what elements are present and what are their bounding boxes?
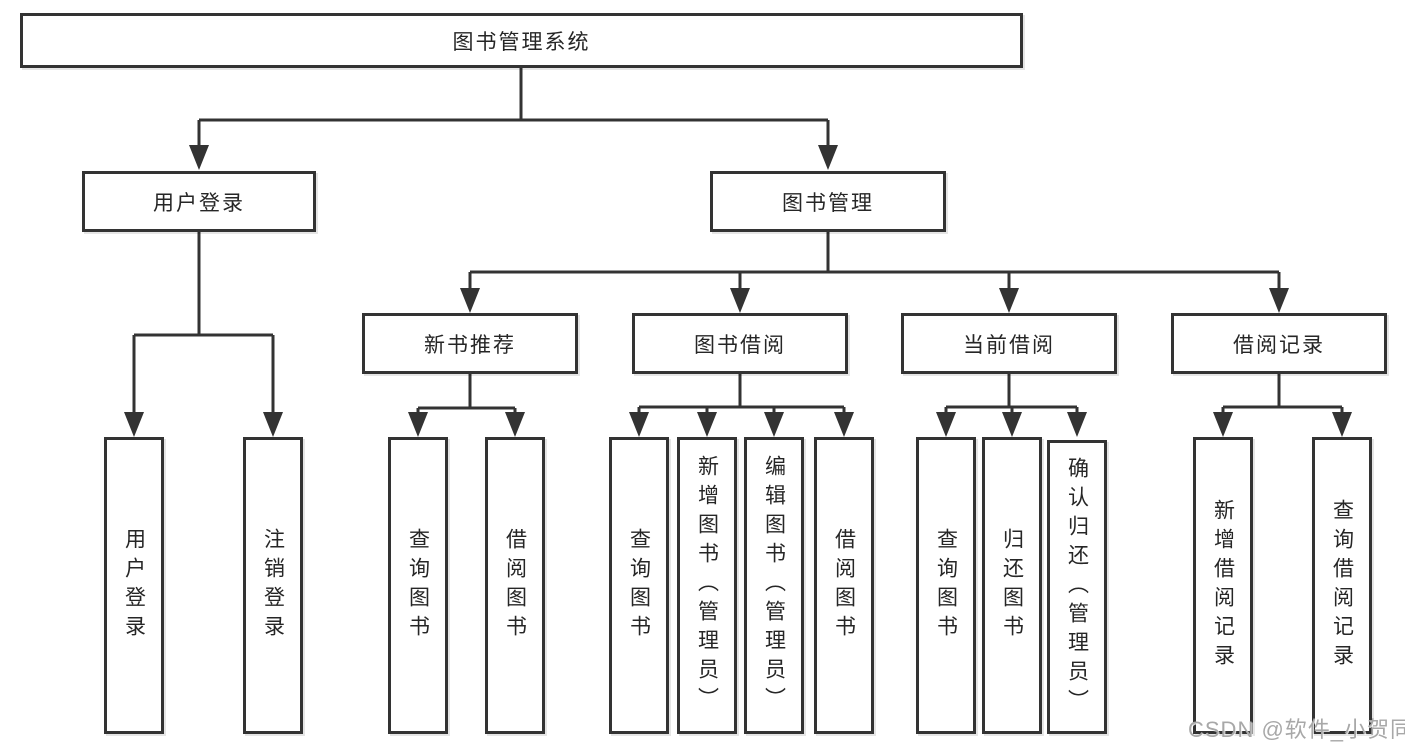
node-user-login: 用户登录 [82,171,316,232]
leaf-query-books-3: 查询图书 [916,437,976,734]
node-current-borrow: 当前借阅 [901,313,1117,374]
leaf-edit-book-admin: 编辑图书（管理员） [744,437,804,734]
leaf-borrow-books-2: 借阅图书 [814,437,874,734]
node-book-management: 图书管理 [710,171,946,232]
node-root: 图书管理系统 [20,13,1023,68]
leaf-user-login: 用户登录 [104,437,164,734]
leaf-query-books-1: 查询图书 [388,437,448,734]
leaf-return-book: 归还图书 [982,437,1042,734]
leaf-query-borrow-record: 查询借阅记录 [1312,437,1372,734]
leaf-borrow-books-1: 借阅图书 [485,437,545,734]
node-new-book-recommend: 新书推荐 [362,313,578,374]
leaf-add-book-admin: 新增图书（管理员） [677,437,737,734]
leaf-logout: 注销登录 [243,437,303,734]
node-borrow-records: 借阅记录 [1171,313,1387,374]
leaf-add-borrow-record: 新增借阅记录 [1193,437,1253,734]
node-book-borrow: 图书借阅 [632,313,848,374]
csdn-watermark: CSDN @软件_小贺同学 [1188,717,1405,742]
leaf-confirm-return-admin: 确认归还（管理员） [1047,440,1107,734]
leaf-query-books-2: 查询图书 [609,437,669,734]
